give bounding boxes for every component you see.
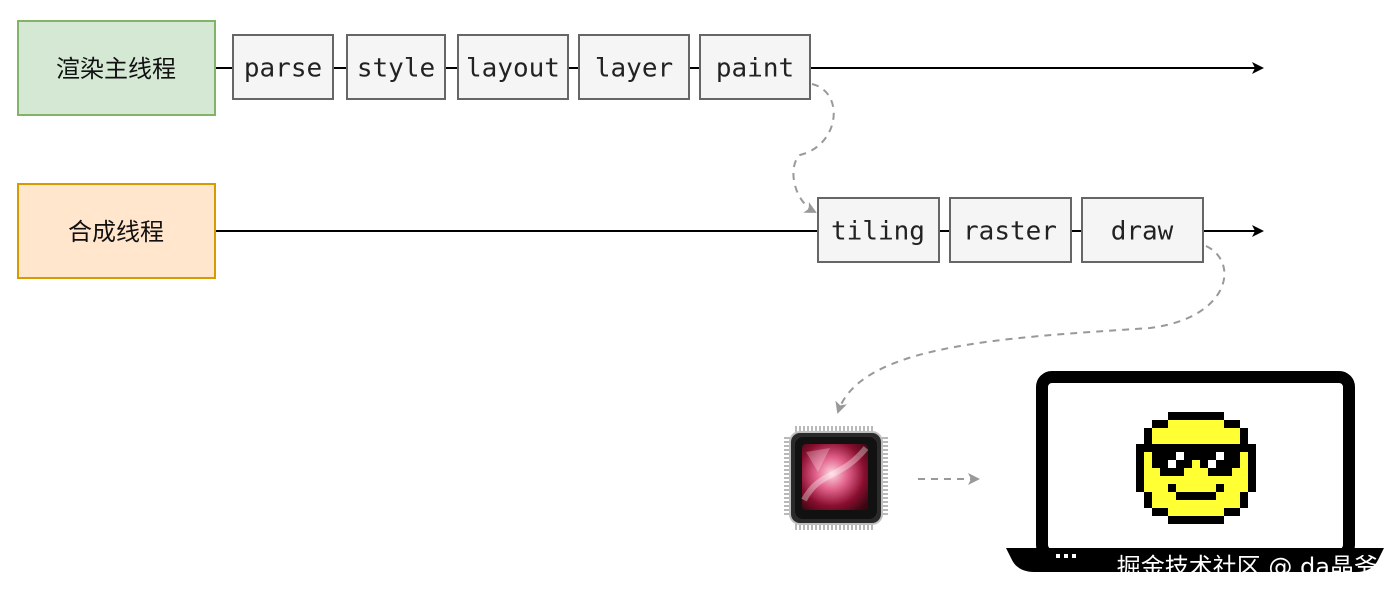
main-thread-label: 渲染主线程 (56, 55, 176, 83)
main-stage-layout: layout (457, 34, 569, 100)
stage-label-layout: layout (466, 54, 560, 84)
watermark-text: 掘金技术社区 @ da晶爷 (1117, 553, 1378, 581)
main-thread-box: 渲染主线程 (17, 20, 216, 116)
stage-label-tiling: tiling (831, 217, 925, 247)
stage-label-raster: raster (963, 217, 1057, 247)
gpu-chip-icon (784, 426, 888, 530)
stage-label-style: style (357, 54, 435, 84)
main-stage-paint: paint (699, 34, 811, 100)
stage-label-layer: layer (595, 54, 673, 84)
stage-label-parse: parse (244, 54, 322, 84)
compositor-thread-box: 合成线程 (17, 183, 216, 279)
laptop-smiley-icon (1006, 371, 1384, 572)
compositor-stage-raster: raster (949, 197, 1072, 263)
compositor-stage-tiling: tiling (817, 197, 940, 263)
paint-to-tiling-connector (792, 83, 835, 213)
main-stage-style: style (346, 34, 446, 100)
main-stage-layer: layer (578, 34, 690, 100)
main-stage-parse: parse (232, 34, 334, 100)
compositor-thread-label: 合成线程 (68, 218, 164, 246)
stage-label-draw: draw (1111, 217, 1174, 247)
compositor-stage-draw: draw (1081, 197, 1204, 263)
stage-label-paint: paint (716, 54, 794, 84)
